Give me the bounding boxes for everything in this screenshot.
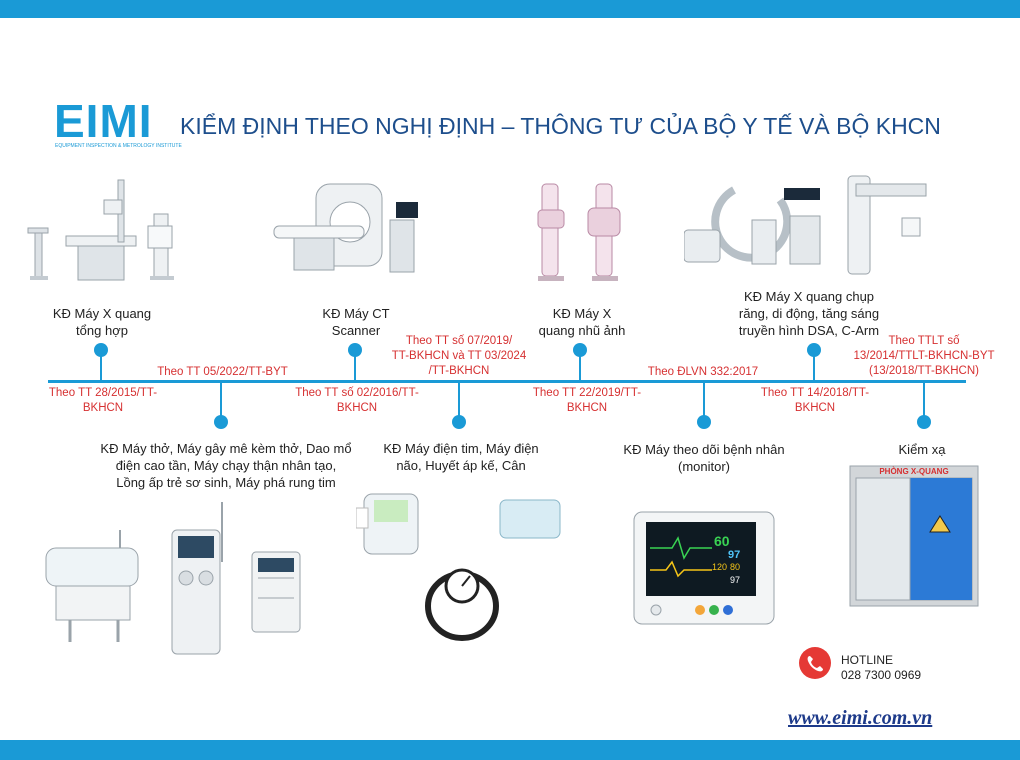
stem-monitor [703,382,705,416]
timeline-line [48,380,966,383]
x-ray-machine-icon [27,179,174,281]
bottom-accent-bar [0,740,1020,760]
monitor-readout-temp: 97 [730,575,741,585]
regulation-tt14-2018: Theo TT 14/2018/TT- BKHCN [760,387,870,414]
stem-mammography [579,355,581,381]
caption-ventilator-group: KĐ Máy thở, Máy gây mê kèm thở, Dao mổ đ… [100,441,352,490]
incubator-icon [45,530,139,642]
ct-scanner-icon [273,183,418,273]
website-link[interactable]: www.eimi.com.vn [788,707,933,729]
x-ray-room-door-icon [849,465,979,607]
caption-radiation-check: Kiểm xạ [898,442,946,457]
dialysis-machine-icon [171,502,223,655]
top-accent-bar [0,0,1020,18]
caption-ct-scanner: KĐ Máy CT Scanner [322,306,390,338]
c-arm-dental-xray-icon [684,175,927,275]
node-ventilator [214,415,228,429]
regulation-tt02-2016: Theo TT số 02/2016/TT- BKHCN [295,387,419,414]
page-title: KIỂM ĐỊNH THEO NGHỊ ĐỊNH – THÔNG TƯ CỦA … [180,113,941,139]
node-general-xray [94,343,108,357]
caption-patient-monitor: KĐ Máy theo dõi bệnh nhân (monitor) [623,442,785,474]
regulation-tt22-2019: Theo TT 22/2019/TT- BKHCN [532,387,642,414]
stem-general-xray [100,355,102,381]
phone-icon [799,647,831,679]
anesthesia-machine-icon [251,551,301,633]
regulation-ttlt-13-2014: Theo TTLT số 13/2014/TTLT-BKHCN-BYT (13/… [853,335,995,377]
stem-ecg [458,382,460,416]
eeg-device-icon [499,499,561,539]
caption-dental-c-arm: KĐ Máy X quang chụp răng, di động, tăng … [738,289,880,338]
monitor-readout-spo2: 97 [728,549,741,561]
monitor-readout-hr: 60 [714,533,730,549]
regulation-tt05-2022: Theo TT 05/2022/TT-BYT [157,366,288,378]
ecg-machine-icon [356,493,419,555]
caption-general-xray: KĐ Máy X quang tổng hợp [52,306,152,338]
regulation-tt28-2015: Theo TT 28/2015/TT- BKHCN [48,387,158,414]
stem-ct-scanner [354,355,356,381]
stem-dental-c-arm [813,355,815,381]
hotline-phone[interactable]: 028 7300 0969 [841,668,922,682]
logo-subtitle: EQUIPMENT INSPECTION & METROLOGY INSTITU… [55,143,182,149]
node-radiation [917,415,931,429]
sphygmomanometer-icon [425,568,499,641]
door-sign: PHÒNG X-QUANG [879,467,949,476]
logo-text: EIMI [54,95,153,147]
node-ct-scanner [348,343,362,357]
hotline-label: HOTLINE [841,653,894,667]
node-mammography [573,343,587,357]
regulation-tt07-2019: Theo TT số 07/2019/ TT-BKHCN và TT 03/20… [391,335,527,377]
stem-radiation [923,382,925,416]
monitor-readout-sys: 120 [712,562,728,572]
caption-mammography: KĐ Máy X quang nhũ ảnh [538,306,626,338]
stem-ventilator [220,382,222,416]
node-ecg [452,415,466,429]
mammography-icon [537,183,621,281]
node-dental-c-arm [807,343,821,357]
caption-ecg-group: KĐ Máy điện tim, Máy điện não, Huyết áp … [383,441,539,473]
node-monitor [697,415,711,429]
eimi-logo: EIMI EQUIPMENT INSPECTION & METROLOGY IN… [54,95,182,150]
patient-monitor-icon [633,511,775,625]
monitor-readout-dia: 80 [730,562,741,572]
regulation-dlvn-332: Theo ĐLVN 332:2017 [647,366,759,378]
